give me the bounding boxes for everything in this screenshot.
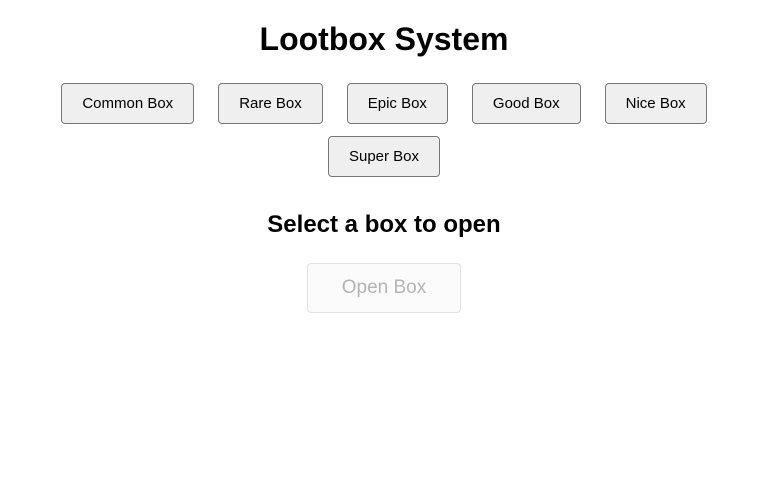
page-title: Lootbox System (259, 21, 509, 57)
box-button-common[interactable]: Common Box (61, 83, 195, 125)
box-button-good[interactable]: Good Box (471, 83, 581, 125)
box-button-rare[interactable]: Rare Box (218, 83, 323, 125)
box-selection-list: Common Box Rare Box Epic Box Good Box Ni… (0, 83, 768, 189)
box-button-epic[interactable]: Epic Box (346, 83, 448, 125)
open-box-action-row: Open Box (0, 263, 768, 314)
open-box-button[interactable]: Open Box (306, 263, 462, 314)
box-button-nice[interactable]: Nice Box (604, 83, 707, 125)
box-button-super[interactable]: Super Box (327, 136, 441, 178)
selection-status-text: Select a box to open (267, 211, 501, 239)
